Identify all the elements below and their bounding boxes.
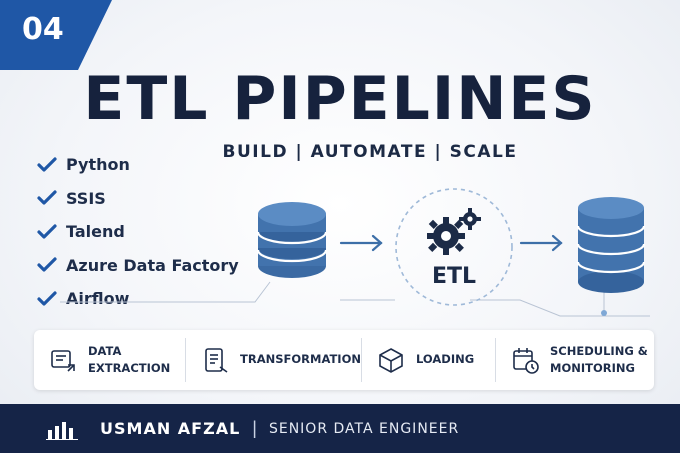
tool-label: Azure Data Factory — [66, 255, 239, 275]
author-role: SENIOR DATA ENGINEER — [268, 420, 460, 437]
list-item: Azure Data Factory — [36, 249, 239, 283]
tools-list: Python SSIS Talend Azure Data Factory Ai… — [36, 148, 239, 316]
step-transformation: TRANSFORMATION — [186, 338, 362, 382]
check-icon — [37, 190, 57, 205]
badge-number: 04 — [22, 12, 64, 47]
page-title: ETL PIPELINES — [83, 64, 597, 134]
page-subtitle: BUILD | AUTOMATE | SCALE — [222, 142, 518, 162]
list-item: Airflow — [36, 282, 239, 316]
step-label: SCHEDULING & MONITORING — [550, 343, 648, 375]
number-badge: 04 — [0, 0, 112, 70]
gears-icon — [427, 208, 481, 255]
database-stack-icon — [576, 197, 646, 293]
check-icon — [37, 224, 57, 239]
author-name: USMAN AFZAL — [100, 419, 241, 438]
step-label: DATA EXTRACTION — [88, 343, 171, 375]
list-item: Talend — [36, 215, 239, 249]
bar-chart-icon — [46, 421, 78, 440]
footer-separator: | — [252, 418, 257, 438]
scheduling-icon — [513, 348, 539, 374]
check-icon — [37, 291, 57, 306]
connector-lines — [60, 281, 650, 317]
extraction-icon — [51, 350, 75, 372]
etl-label: ETL — [432, 264, 476, 289]
etl-ring — [395, 188, 513, 306]
check-icon — [37, 157, 57, 172]
list-item: Python — [36, 148, 239, 182]
list-item: SSIS — [36, 182, 239, 216]
tool-label: Talend — [66, 222, 125, 242]
footer-bar: USMAN AFZAL | SENIOR DATA ENGINEER — [0, 404, 680, 453]
tool-label: SSIS — [66, 188, 106, 208]
steps-bar: DATA EXTRACTION TRANSFORMATION LOADING S… — [34, 330, 654, 390]
step-label: LOADING — [416, 352, 475, 367]
step-label: TRANSFORMATION — [240, 352, 361, 367]
tool-label: Airflow — [66, 289, 130, 309]
connector-dot-icon — [601, 310, 607, 316]
check-icon — [37, 257, 57, 272]
tool-label: Python — [66, 155, 130, 175]
step-extraction: DATA EXTRACTION — [34, 338, 186, 382]
arrow-right-icon — [519, 234, 563, 252]
loading-icon — [379, 348, 403, 373]
transformation-icon — [205, 348, 228, 373]
step-loading: LOADING — [362, 338, 496, 382]
database-icon — [256, 202, 328, 278]
step-scheduling: SCHEDULING & MONITORING — [496, 338, 654, 382]
arrow-right-icon — [339, 234, 383, 252]
